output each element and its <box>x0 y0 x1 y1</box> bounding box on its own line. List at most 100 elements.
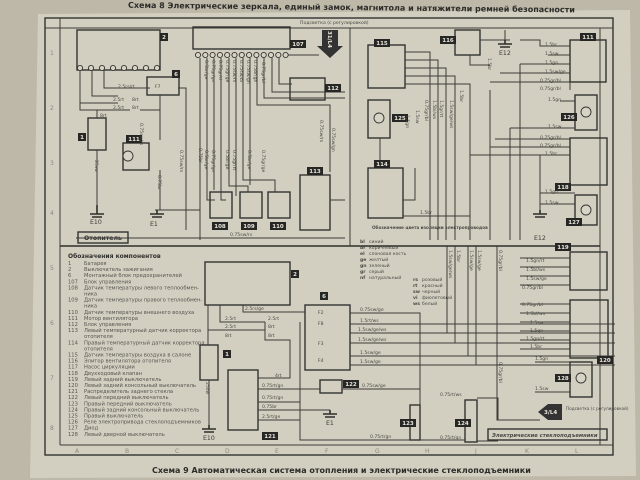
component-badge-113 <box>307 167 323 175</box>
legend-item-text: Элитор вентилятора отопителя <box>84 359 171 365</box>
legend-item-number: 109 <box>68 298 78 304</box>
grid-column-label: A <box>75 448 80 455</box>
wire-label: 2.5rt <box>113 105 124 111</box>
color-code: rs <box>413 277 418 283</box>
grid-column-label: F <box>325 448 329 455</box>
fuse-label: F2 <box>318 310 324 316</box>
component-badge-111 <box>126 135 142 143</box>
legend-item-text: Двухходовый клапан <box>84 370 142 377</box>
component-badge-122 <box>343 380 359 388</box>
fuse-label: F3 <box>318 341 324 347</box>
color-name: натуральный <box>369 274 401 281</box>
color-name: черный <box>422 288 440 295</box>
component-badge-112 <box>325 84 341 92</box>
component-badge-1 <box>223 350 231 358</box>
component-number: 112 <box>327 86 339 92</box>
ground-label: E12 <box>499 50 511 57</box>
wire-label: 0.75sw/rs <box>231 60 237 83</box>
grid-row-label: 4 <box>50 210 54 217</box>
component-badge-108 <box>212 222 228 230</box>
color-code: ge <box>360 258 366 263</box>
component-badge-6 <box>320 292 328 300</box>
grid-row-label: 8 <box>50 425 54 432</box>
legend-item-number: 124 <box>68 407 79 413</box>
legend-item-number: 111 <box>68 316 78 322</box>
connector-label-31-L4: 31/L4 <box>326 31 332 48</box>
component-badge-119 <box>555 243 571 251</box>
legend-item-number: 118 <box>68 371 78 377</box>
component-badge-107 <box>290 40 306 48</box>
grid-column-label: E <box>275 448 279 455</box>
wire-label: 1.5br <box>545 42 557 48</box>
component-number: 124 <box>457 421 469 427</box>
legend-item-text: Монтажный блок предохранителей <box>84 272 182 279</box>
wire-label: 0.75gr/rt <box>231 150 237 170</box>
component-number: 125 <box>394 116 406 122</box>
wire-label: 8rt <box>268 333 275 339</box>
wire-label: 0.75gr/bl <box>497 250 503 271</box>
wire-label: 1.5sw/ge <box>468 250 474 271</box>
color-code: gr <box>360 269 366 275</box>
legend-item-text: Блок управления <box>84 279 131 285</box>
grid-column-label: C <box>175 448 179 455</box>
legend-item-number: 110 <box>68 310 78 316</box>
wire-label: 0.75sw/rs <box>318 120 324 143</box>
wire-label: 1.5sw/ge/ws <box>448 100 454 129</box>
wire-label: 0.75gr/rt <box>217 60 223 80</box>
legend-item-number: 107 <box>68 279 78 285</box>
component-badge-2 <box>160 33 168 41</box>
wire-label: 1.5sw <box>530 320 544 326</box>
wire-label: 0.75rt/ws <box>440 392 462 398</box>
color-code: el <box>360 251 365 257</box>
wire-label: 1.5gr/rt <box>438 100 444 118</box>
ground-label: E10 <box>203 435 215 442</box>
component-badge-128 <box>555 374 571 382</box>
legend-item-text: Датчик температуры воздуха в салоне <box>84 353 191 359</box>
component-number: 119 <box>557 245 569 251</box>
wire-label: 0.5br/ge <box>224 150 230 170</box>
legend-item-number: 117 <box>68 365 78 371</box>
connector-3-L4 <box>538 404 562 420</box>
component-number: 122 <box>345 382 357 388</box>
component-number: 126 <box>563 115 575 121</box>
grid-column-label: L <box>575 448 579 455</box>
wire-label: 1.5sw/ge/ws <box>358 327 387 333</box>
component-number: 121 <box>264 434 276 440</box>
wire-label: 2.5rs/rt <box>118 84 135 90</box>
legend-item-text: Датчик температуры левого теплообмен- <box>84 285 199 291</box>
legend-item-number: 126 <box>68 420 78 426</box>
wire-label: 0.75br <box>156 175 162 190</box>
component-number: 128 <box>557 376 569 382</box>
component-number: 107 <box>292 42 304 48</box>
wire-label: 1.5br <box>420 210 432 216</box>
wire-label: 2.5rt <box>225 324 236 330</box>
wire-label: 8rt <box>268 324 275 330</box>
component-number: 1 <box>225 352 229 358</box>
wire-label: 0.75gr/bl <box>540 86 561 92</box>
connector-label-3-L4: 3/L4 <box>544 410 557 416</box>
wire-label: 8rt <box>100 113 107 119</box>
component-number: 116 <box>442 38 454 44</box>
component-number: 114 <box>376 162 388 168</box>
component-badge-120 <box>597 356 613 364</box>
wire-label: 1.5sw/ge <box>545 69 566 75</box>
legend-item-text: Левый задний консольный выключатель <box>84 382 196 389</box>
component-badge-126 <box>561 113 577 121</box>
wire-label: 0.75sw/rs <box>138 123 144 146</box>
color-legend-title: Обозначение цвета изоляции электропровод… <box>372 225 488 230</box>
color-name: коричневый <box>369 244 398 251</box>
color-name: зеленый <box>369 262 390 269</box>
lower-wiring <box>199 246 615 443</box>
wire-label: 0.75gr/gn <box>210 60 216 82</box>
ground-label: E1 <box>150 221 158 228</box>
grid-row-label: 2 <box>50 105 54 112</box>
windows-section-box <box>487 428 608 441</box>
connector-31-L4 <box>317 30 343 58</box>
wire-label: 25sw <box>204 382 210 394</box>
wire-label: 1.5br <box>455 250 461 262</box>
wire-label: 0.75gr/gn <box>210 150 216 172</box>
component-number: 111 <box>582 35 594 41</box>
fuse-label: F4 <box>318 358 324 364</box>
wire-label: 1.5bl/ws <box>526 311 546 317</box>
